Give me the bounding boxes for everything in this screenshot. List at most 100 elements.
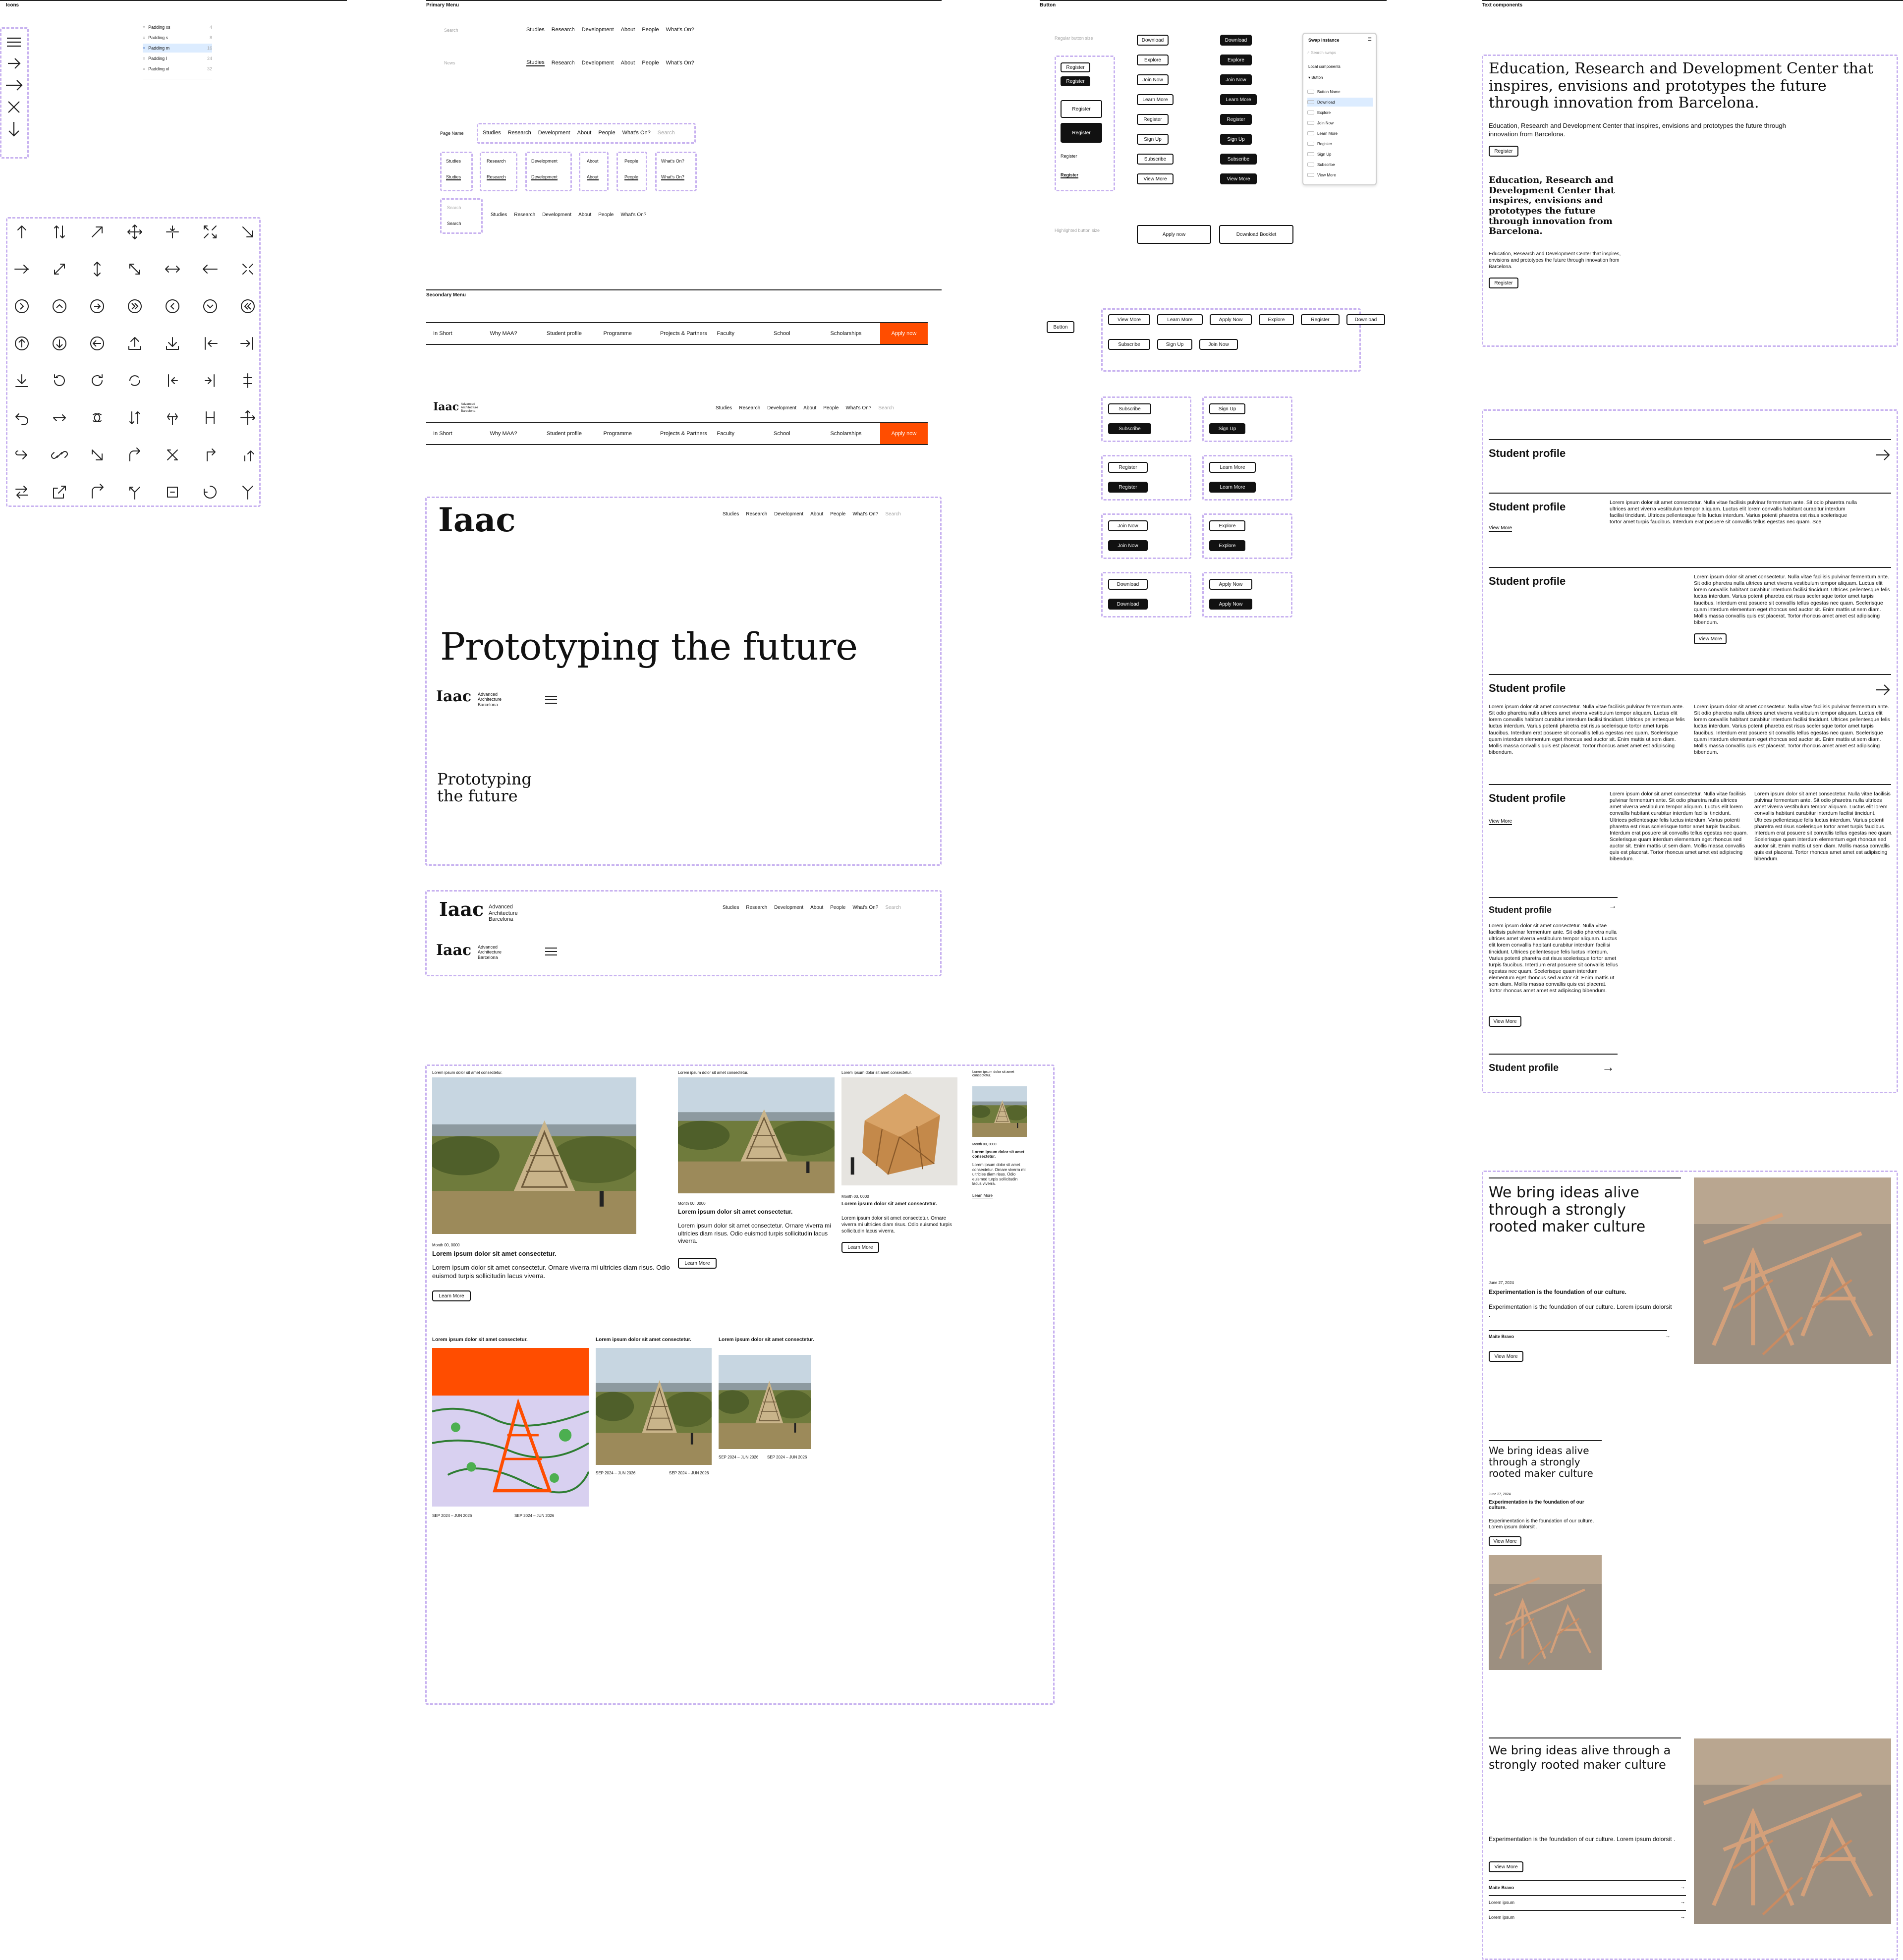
secondary-item[interactable]: Student profile [547,431,582,437]
move-icon[interactable] [125,222,145,242]
undo-icon[interactable] [12,408,32,428]
upload-icon[interactable] [163,334,182,353]
menu-icon[interactable] [541,942,561,961]
register-link-active[interactable]: Register [1061,172,1079,178]
button-subscribe[interactable]: Subscribe [1108,403,1151,414]
arrow-right-icon[interactable] [1873,680,1893,700]
chevron-up-circle-icon[interactable] [50,296,69,316]
secondary-item[interactable]: Faculty [717,331,734,336]
compress-icon[interactable] [163,222,182,242]
nav-item-studies[interactable]: Studies [723,905,739,910]
button-register[interactable]: Register [1301,314,1340,325]
chevron-right-circle-icon[interactable] [12,296,32,316]
button-learn-more-dark[interactable]: Learn More [1209,482,1256,493]
nav-item-whats-on[interactable]: What's On? [852,905,879,910]
exit-icon[interactable] [12,445,32,465]
close-icon[interactable] [4,97,24,117]
logo-large[interactable]: Iaac [438,501,516,539]
nav-variant-active[interactable]: Development [531,174,558,180]
button-sign-up[interactable]: Sign Up [1157,339,1192,350]
view-more-button[interactable]: View More [1489,1861,1523,1872]
swap-search-input[interactable]: ⌕Search swaps [1307,49,1373,56]
button-subscribe-dark[interactable]: Subscribe [1220,154,1257,165]
nav-variant-active[interactable]: Studies [446,174,461,180]
nav-item-research[interactable]: Research [507,130,531,136]
nav-search-label[interactable]: Search [444,28,458,33]
nav-item-about[interactable]: About [810,905,824,910]
nav-variant-active[interactable]: People [624,174,639,180]
nav-item-whats-on[interactable]: What's On? [845,405,872,411]
expand-diagonal-icon[interactable] [50,259,69,279]
register-button-small-dark[interactable]: Register [1061,76,1090,86]
button-view-more-dark[interactable]: View More [1220,173,1257,184]
learn-more-button[interactable]: Learn More [432,1290,471,1301]
button-learn-more[interactable]: Learn More [1157,314,1203,325]
nav-item-people[interactable]: People [642,60,659,66]
arrow-up-right-icon[interactable] [87,222,107,242]
button-explore[interactable]: Explore [1137,55,1169,65]
turn-right-icon[interactable] [200,445,220,465]
swap-item[interactable]: Register [1307,139,1373,148]
button-join-now-dark[interactable]: Join Now [1108,540,1148,551]
swap-item[interactable]: Subscribe [1307,160,1373,169]
fullscreen-icon[interactable] [238,259,258,279]
nav-item-development[interactable]: Development [538,130,570,136]
logo-medium[interactable]: Iaac [439,898,484,920]
cycle-icon[interactable] [87,408,107,428]
register-button-large-dark[interactable]: Register [1061,123,1102,143]
view-more-button[interactable]: View More [1489,1016,1521,1027]
return-icon[interactable] [87,445,107,465]
nav-variant-active[interactable]: What's On? [661,174,684,180]
apply-now-button[interactable]: Apply now [880,423,928,444]
button-register-dark[interactable]: Register [1108,482,1148,493]
swap-item[interactable]: Join Now [1307,118,1373,127]
arrow-right-icon[interactable]: → [1680,1899,1685,1905]
register-button[interactable]: Register [1489,278,1518,288]
nav-item-people[interactable]: People [830,905,846,910]
nav-item-about[interactable]: About [578,212,592,218]
loop-icon[interactable] [200,482,220,502]
menu-icon[interactable] [4,32,24,52]
crosshair-move-icon[interactable] [238,408,258,428]
nav-item-whats-on[interactable]: What's On? [852,511,879,517]
arrow-right-icon[interactable]: → [1665,1333,1671,1339]
nav-item-about[interactable]: About [577,130,592,136]
split-up-icon[interactable] [238,482,258,502]
logo-small[interactable]: Iaac [433,400,459,413]
turn-up-icon[interactable] [238,445,258,465]
nav-item-whats-on[interactable]: What's On? [620,212,647,218]
button-sign-up-dark[interactable]: Sign Up [1220,134,1252,145]
arrow-down-icon[interactable] [4,119,24,139]
button-view-more[interactable]: View More [1137,173,1174,184]
nav-item-whats-on[interactable]: What's On? [666,27,694,33]
nav-item-people[interactable]: People [830,511,846,517]
nav-item-research[interactable]: Research [746,905,768,910]
view-more-link[interactable]: View More [1489,819,1512,825]
corner-up-right-icon[interactable] [125,445,145,465]
button-explore-dark[interactable]: Explore [1220,55,1252,65]
nav-variant-default[interactable]: About [587,159,599,164]
button-register[interactable]: Register [1137,114,1169,125]
rotate-cw-icon[interactable] [87,371,107,391]
button-join-now[interactable]: Join Now [1199,339,1238,350]
fork-icon[interactable] [125,482,145,502]
arrow-right-icon[interactable] [1873,445,1893,465]
arrow-left-icon[interactable] [200,259,220,279]
double-chevron-right-circle-icon[interactable] [125,296,145,316]
nav-variant-active[interactable]: About [587,174,599,180]
nav-item-studies[interactable]: Studies [526,27,545,33]
transfer-icon[interactable] [12,482,32,502]
secondary-item[interactable]: School [774,431,790,437]
menu-icon[interactable] [541,690,561,710]
button-apply-now[interactable]: Apply Now [1210,314,1252,325]
button-apply-now[interactable]: Apply Now [1209,579,1252,590]
bar-left-icon[interactable] [163,371,182,391]
secondary-item[interactable]: In Short [433,431,452,437]
swap-item[interactable]: Sign Up [1307,150,1373,159]
arrows-horizontal-icon[interactable] [163,259,182,279]
secondary-item[interactable]: School [774,331,790,336]
logo-medium[interactable]: Iaac [436,688,472,705]
